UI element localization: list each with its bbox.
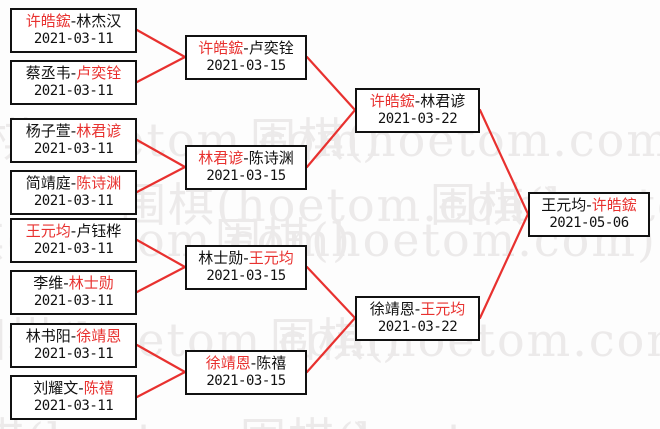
match-players: 简靖庭-陈诗渊 (25, 174, 122, 193)
match-box-r3m1[interactable]: 许皓鋐-林君谚 2021-03-22 (355, 88, 480, 133)
match-date: 2021-03-15 (206, 268, 286, 285)
match-date: 2021-03-11 (33, 83, 114, 100)
player-left: 杨子萱 (25, 122, 71, 141)
match-date: 2021-05-06 (549, 215, 629, 232)
match-box-r1m1[interactable]: 许皓鋐-林杰汉 2021-03-11 (10, 8, 137, 53)
match-players: 徐靖恩-王元均 (369, 300, 466, 319)
match-box-r2m3[interactable]: 林士勋-王元均 2021-03-15 (185, 245, 307, 290)
player-left: 刘耀文 (33, 379, 79, 398)
player-right: 林君谚 (76, 122, 122, 141)
match-date: 2021-03-15 (206, 168, 286, 185)
match-players: 许皓鋐-林杰汉 (25, 12, 122, 31)
match-date: 2021-03-11 (33, 31, 114, 48)
match-players: 徐靖恩-陈禧 (205, 354, 287, 373)
vs-dash: - (70, 222, 77, 241)
vs-dash: - (70, 64, 77, 83)
match-date: 2021-03-15 (206, 58, 286, 75)
match-date: 2021-03-11 (33, 346, 114, 363)
match-box-r1m6[interactable]: 李维-林士勋 2021-03-11 (10, 270, 137, 315)
match-date: 2021-03-11 (33, 293, 114, 310)
match-players: 王元均-卢钰桦 (25, 222, 122, 241)
player-right: 林士勋 (68, 274, 114, 293)
match-date: 2021-03-15 (206, 373, 286, 390)
match-box-final[interactable]: 王元均-许皓鋐 2021-05-06 (528, 192, 650, 237)
match-players: 王元均-许皓鋐 (541, 196, 637, 215)
match-players: 刘耀文-陈禧 (33, 379, 114, 398)
player-left: 简靖庭 (25, 174, 71, 193)
match-date: 2021-03-11 (33, 398, 114, 415)
player-right: 卢奕铨 (248, 39, 294, 58)
match-date: 2021-03-11 (33, 141, 114, 158)
match-date: 2021-03-11 (33, 241, 114, 258)
vs-dash: - (78, 379, 84, 398)
match-players: 林书阳-徐靖恩 (25, 327, 122, 346)
player-right: 王元均 (420, 300, 466, 319)
vs-dash: - (63, 274, 69, 293)
player-right: 陈禧 (256, 354, 287, 373)
vs-dash: - (586, 196, 592, 215)
player-left: 林士勋 (198, 249, 244, 268)
player-right: 陈诗渊 (76, 174, 122, 193)
match-players: 林君谚-陈诗渊 (198, 149, 294, 168)
player-left: 林君谚 (198, 149, 244, 168)
player-left: 蔡丞韦 (25, 64, 71, 83)
player-right: 徐靖恩 (76, 327, 122, 346)
match-players: 蔡丞韦-卢奕铨 (25, 64, 122, 83)
match-date: 2021-03-22 (377, 111, 458, 128)
match-players: 李维-林士勋 (33, 274, 114, 293)
match-box-r3m2[interactable]: 徐靖恩-王元均 2021-03-22 (355, 296, 480, 341)
vs-dash: - (250, 354, 257, 373)
player-left: 许皓鋐 (369, 92, 415, 111)
vs-dash: - (243, 249, 249, 268)
player-right: 陈禧 (83, 379, 114, 398)
match-players: 许皓鋐-林君谚 (369, 92, 466, 111)
match-box-r1m5[interactable]: 王元均-卢钰桦 2021-03-11 (10, 218, 137, 263)
match-players: 林士勋-王元均 (198, 249, 294, 268)
player-right: 林君谚 (420, 92, 466, 111)
vs-dash: - (414, 92, 421, 111)
vs-dash: - (414, 300, 421, 319)
player-right: 许皓鋐 (591, 196, 637, 215)
match-box-r1m4[interactable]: 简靖庭-陈诗渊 2021-03-11 (10, 170, 137, 215)
match-players: 杨子萱-林君谚 (25, 122, 122, 141)
match-box-r2m4[interactable]: 徐靖恩-陈禧 2021-03-15 (185, 350, 307, 395)
player-left: 王元均 (541, 196, 587, 215)
match-box-r2m2[interactable]: 林君谚-陈诗渊 2021-03-15 (185, 145, 307, 190)
match-date: 2021-03-11 (33, 193, 114, 210)
player-left: 李维 (33, 274, 64, 293)
player-left: 王元均 (25, 222, 71, 241)
vs-dash: - (243, 39, 249, 58)
player-right: 陈诗渊 (248, 149, 294, 168)
vs-dash: - (70, 12, 77, 31)
player-left: 许皓鋐 (198, 39, 244, 58)
match-box-r1m3[interactable]: 杨子萱-林君谚 2021-03-11 (10, 118, 137, 163)
player-right: 王元均 (248, 249, 294, 268)
match-date: 2021-03-22 (377, 319, 458, 336)
vs-dash: - (70, 122, 77, 141)
player-left: 林书阳 (25, 327, 71, 346)
player-left: 徐靖恩 (205, 354, 251, 373)
player-right: 卢钰桦 (76, 222, 122, 241)
match-box-r2m1[interactable]: 许皓鋐-卢奕铨 2021-03-15 (185, 35, 307, 80)
match-box-r1m7[interactable]: 林书阳-徐靖恩 2021-03-11 (10, 323, 137, 368)
player-right: 卢奕铨 (76, 64, 122, 83)
match-box-r1m8[interactable]: 刘耀文-陈禧 2021-03-11 (10, 375, 137, 420)
vs-dash: - (70, 327, 77, 346)
player-left: 许皓鋐 (25, 12, 71, 31)
player-right: 林杰汉 (76, 12, 122, 31)
vs-dash: - (243, 149, 249, 168)
player-left: 徐靖恩 (369, 300, 415, 319)
match-box-r1m2[interactable]: 蔡丞韦-卢奕铨 2021-03-11 (10, 60, 137, 105)
vs-dash: - (70, 174, 77, 193)
watermark-text: 围棋(hoetom.com) (240, 404, 660, 429)
match-players: 许皓鋐-卢奕铨 (198, 39, 294, 58)
